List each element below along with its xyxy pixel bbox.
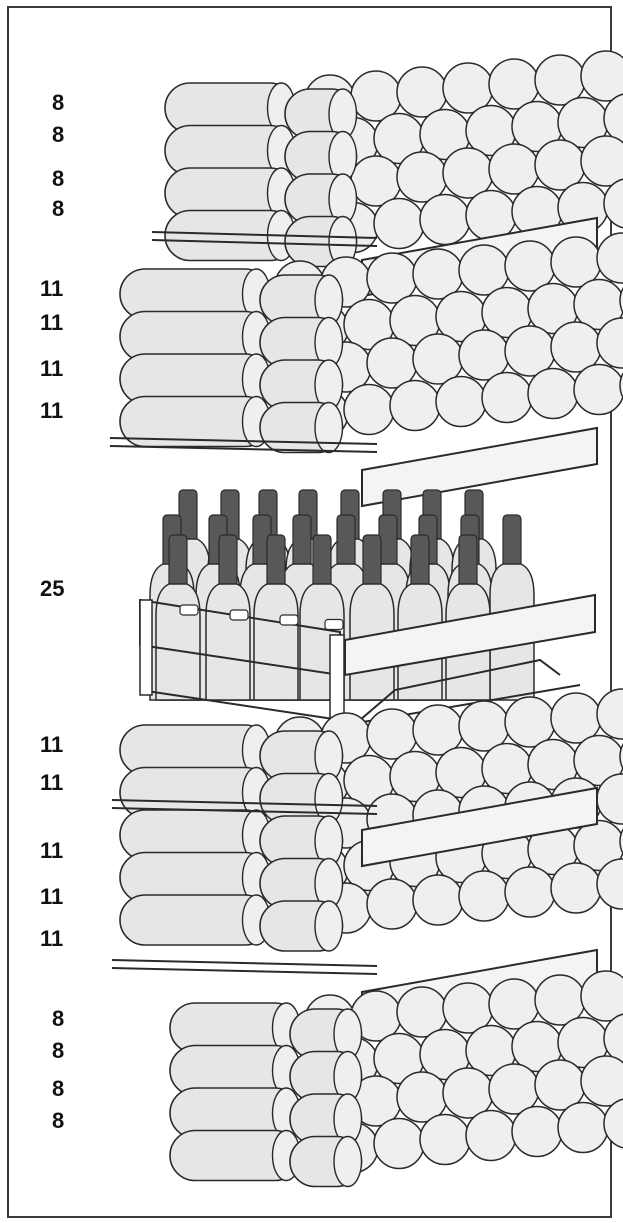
wine-bottle-icon bbox=[603, 178, 623, 229]
wine-bottle-icon bbox=[504, 866, 556, 918]
shelf-upper-stack bbox=[109, 232, 623, 508]
wine-bottle-icon bbox=[119, 851, 271, 904]
basket-stack bbox=[139, 489, 596, 741]
capacity-label: 25 bbox=[40, 576, 65, 601]
wine-bottle-icon bbox=[550, 862, 602, 914]
wine-bottle-icon bbox=[619, 743, 623, 770]
wine-bottle-icon bbox=[603, 1098, 623, 1149]
wine-bottle-icon bbox=[343, 383, 395, 436]
wine-bottle-icon bbox=[573, 819, 623, 872]
capacity-label: 8 bbox=[52, 1038, 65, 1063]
shelf-icon bbox=[109, 426, 598, 508]
wine-bottle-icon bbox=[284, 173, 358, 225]
wine-bottle-icon bbox=[259, 316, 344, 369]
wine-bottle-icon bbox=[573, 363, 623, 416]
wine-bottle-icon bbox=[580, 1055, 623, 1107]
wine-bottle-icon bbox=[596, 688, 623, 740]
wine-bottle-icon bbox=[573, 734, 623, 787]
capacity-label: 8 bbox=[52, 1108, 65, 1133]
wine-bottle-icon bbox=[169, 1044, 301, 1097]
capacity-label: 11 bbox=[40, 310, 64, 335]
wine-bottle-icon bbox=[511, 1105, 563, 1158]
wine-bottle-icon bbox=[289, 1093, 363, 1145]
wine-bottle-icon bbox=[289, 1050, 363, 1103]
shelf-bottom-stack bbox=[169, 970, 623, 1188]
wine-bottle-icon bbox=[284, 130, 358, 183]
wine-bottle-icon bbox=[169, 1129, 301, 1182]
wine-bottle-icon bbox=[527, 367, 579, 420]
wine-bottle-icon bbox=[481, 371, 533, 424]
wine-bottle-icon bbox=[596, 858, 623, 910]
wine-bottle-icon bbox=[259, 857, 344, 910]
capacity-label: 11 bbox=[40, 398, 64, 423]
wine-bottle-icon bbox=[259, 401, 344, 454]
shelf-lower-stack bbox=[111, 688, 623, 1030]
wine-bottle-icon bbox=[419, 193, 471, 246]
capacity-label: 8 bbox=[52, 90, 65, 115]
wine-bottle-icon bbox=[259, 900, 344, 952]
capacity-label: 11 bbox=[40, 732, 64, 757]
capacity-label: 8 bbox=[52, 1006, 65, 1031]
shelf-icon bbox=[111, 786, 598, 868]
wine-bottle-icon bbox=[458, 870, 510, 922]
wine-bottle-icon bbox=[465, 1109, 517, 1162]
capacity-label: 11 bbox=[40, 838, 64, 863]
capacity-label: 8 bbox=[52, 196, 65, 221]
capacity-label: 11 bbox=[40, 770, 64, 795]
wine-bottle-icon bbox=[289, 1008, 363, 1060]
wine-bottle-icon bbox=[619, 372, 623, 399]
wine-bottle-icon bbox=[366, 878, 418, 930]
wine-bottle-icon bbox=[253, 534, 299, 701]
wine-bottle-icon bbox=[596, 317, 623, 369]
capacity-label: 8 bbox=[52, 166, 65, 191]
wire-basket-icon bbox=[139, 593, 596, 741]
wine-bottle-icon bbox=[596, 232, 623, 284]
capacity-label: 8 bbox=[52, 1076, 65, 1101]
capacity-label: 8 bbox=[52, 122, 65, 147]
capacity-label: 11 bbox=[40, 926, 64, 951]
wine-bottle-icon bbox=[619, 287, 623, 314]
wine-bottle-icon bbox=[389, 379, 441, 432]
wine-bottle-icon bbox=[557, 1101, 609, 1154]
wine-bottle-icon bbox=[373, 1117, 425, 1170]
wine-bottle-icon bbox=[284, 215, 358, 268]
capacity-label: 11 bbox=[40, 356, 64, 381]
wine-bottle-icon bbox=[573, 278, 623, 331]
wine-bottle-icon bbox=[259, 274, 344, 326]
wine-bottle-icon bbox=[373, 197, 425, 250]
wine-bottle-icon bbox=[603, 1013, 623, 1064]
wine-bottle-icon bbox=[435, 375, 487, 428]
wine-bottle-icon bbox=[412, 874, 464, 926]
wine-bottle-icon bbox=[603, 93, 623, 144]
wine-bottle-icon bbox=[619, 828, 623, 855]
wine-bottle-icon bbox=[419, 1113, 471, 1166]
wine-bottle-icon bbox=[580, 970, 623, 1022]
wine-bottle-icon bbox=[580, 135, 623, 187]
wine-bottle-icon bbox=[580, 50, 623, 102]
capacity-label: 11 bbox=[40, 884, 64, 909]
wine-bottle-icon bbox=[289, 1135, 363, 1188]
capacity-label: 11 bbox=[40, 276, 64, 301]
